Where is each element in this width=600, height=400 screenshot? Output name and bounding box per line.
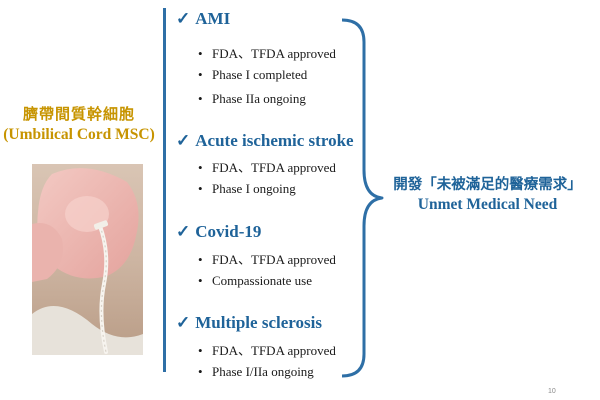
list-item-text: FDA、TFDA approved <box>212 160 336 175</box>
indication-name: AMI <box>195 9 231 28</box>
list-item-text: Compassionate use <box>212 273 313 288</box>
indication-name: Acute ischemic stroke <box>195 131 354 150</box>
list-item-text: FDA、TFDA approved <box>212 343 336 358</box>
list-item: • Phase I ongoing <box>198 181 296 197</box>
list-item-text: Phase IIa ongoing <box>212 91 306 106</box>
list-item: • Phase I completed <box>198 67 307 83</box>
list-item-text: Phase I ongoing <box>212 181 296 196</box>
bullet-icon: • <box>198 67 203 82</box>
source-title-chinese: 臍帶間質幹細胞 <box>22 107 135 123</box>
list-item: • Compassionate use <box>198 273 312 289</box>
indication-name: Covid-19 <box>195 222 262 241</box>
check-icon: ✓ <box>176 131 191 150</box>
bullet-icon: • <box>198 364 203 379</box>
bullet-icon: • <box>198 91 203 106</box>
list-item-text: FDA、TFDA approved <box>212 46 336 61</box>
divider-line <box>163 8 166 372</box>
list-item: • FDA、TFDA approved <box>198 157 336 176</box>
check-icon: ✓ <box>176 9 191 28</box>
goal-title-chinese: 開發「未被滿足的醫療需求」 <box>393 177 582 193</box>
list-item-text: Phase I completed <box>212 67 308 82</box>
check-icon: ✓ <box>176 222 191 241</box>
list-item: • FDA、TFDA approved <box>198 340 336 359</box>
bullet-icon: • <box>198 181 203 196</box>
bullet-icon: • <box>198 343 203 358</box>
list-item: • FDA、TFDA approved <box>198 249 336 268</box>
list-item-text: FDA、TFDA approved <box>212 252 336 267</box>
bullet-icon: • <box>198 273 203 288</box>
page-number: 10 <box>548 388 556 395</box>
check-icon: ✓ <box>176 313 191 332</box>
umbilical-cord-photo <box>32 164 143 355</box>
source-title-english: (Umbilical Cord MSC) <box>3 126 155 143</box>
list-item: • Phase I/IIa ongoing <box>198 364 314 380</box>
bullet-icon: • <box>198 160 203 175</box>
indication-name: Multiple sclerosis <box>195 313 322 332</box>
bullet-icon: • <box>198 252 203 267</box>
indication-heading-stroke: ✓Acute ischemic stroke <box>176 131 354 151</box>
goal-title-english: Unmet Medical Need <box>417 196 558 213</box>
right-brace-icon <box>341 18 384 378</box>
indication-heading-ami: ✓AMI <box>176 9 230 29</box>
list-item: • FDA、TFDA approved <box>198 43 336 62</box>
indication-heading-ms: ✓Multiple sclerosis <box>176 313 322 333</box>
bullet-icon: • <box>198 46 203 61</box>
list-item-text: Phase I/IIa ongoing <box>212 364 314 379</box>
indication-heading-covid: ✓Covid-19 <box>176 222 261 242</box>
list-item: • Phase IIa ongoing <box>198 91 306 107</box>
